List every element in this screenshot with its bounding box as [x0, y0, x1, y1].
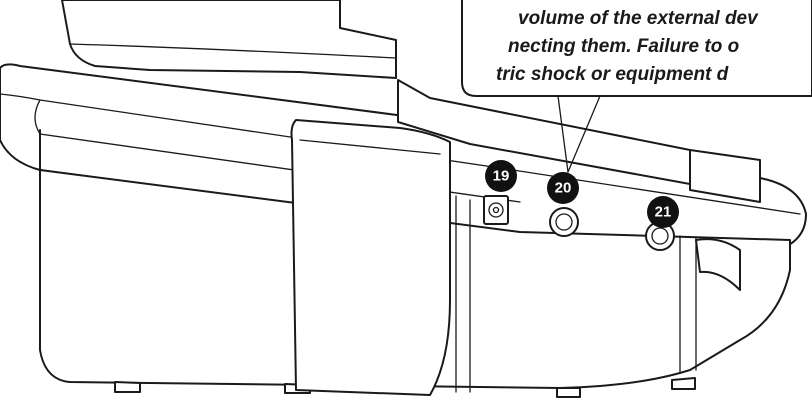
svg-text:21: 21 — [655, 204, 672, 221]
warning-callout: volume of the external dev necting them.… — [461, 0, 812, 173]
callout-line-1: volume of the external dev — [518, 8, 759, 29]
rear-housing — [397, 79, 761, 203]
callout-line-2: necting them. Failure to o — [508, 36, 739, 57]
marker-20: 20 — [547, 172, 579, 204]
callout-line-3: tric shock or equipment d — [496, 64, 729, 85]
cradle-panel — [290, 119, 451, 396]
audio-jack-21 — [645, 221, 675, 251]
marker-19: 19 — [485, 160, 517, 192]
marker-21: 21 — [647, 196, 679, 228]
handset — [61, 0, 397, 79]
svg-text:19: 19 — [493, 168, 510, 185]
svg-text:20: 20 — [555, 180, 572, 197]
dc-in-jack — [483, 195, 509, 225]
connector-panel — [455, 195, 741, 393]
audio-jack-20 — [549, 207, 579, 237]
